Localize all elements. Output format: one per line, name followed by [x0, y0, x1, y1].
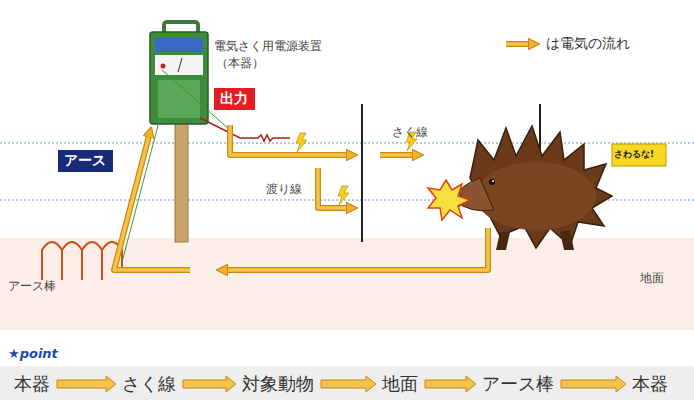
device-label: （本器） — [216, 55, 264, 72]
warning-sign — [612, 144, 666, 166]
flow-step: 対象動物 — [240, 372, 317, 396]
flow-arrow — [561, 376, 626, 392]
point-band — [0, 366, 694, 400]
node-text: さく線 — [122, 372, 177, 396]
device-knob — [161, 64, 166, 69]
ground-label: 地面 — [640, 270, 664, 287]
device-label: 電気さく用電源装置 — [214, 38, 322, 55]
node-text: 本器 — [14, 372, 51, 396]
earth-rods — [42, 242, 122, 280]
earth-rod-label: アース棒 — [8, 278, 56, 295]
flow-step: 本器 — [12, 372, 53, 396]
flow-step: 本器 — [630, 372, 671, 396]
output-wire — [200, 118, 290, 141]
device-panel — [155, 55, 203, 75]
flow-arrow — [183, 376, 236, 392]
node-text: アース — [64, 152, 107, 170]
flow-step: アース棒 — [480, 372, 557, 396]
device-needle — [178, 58, 182, 72]
ground-band — [0, 238, 694, 330]
output-tag: 出力 — [214, 88, 255, 110]
flow-step: 地面 — [380, 372, 421, 396]
warning-sign-text: さわるな! — [614, 148, 654, 161]
node-text: 地面 — [382, 372, 419, 396]
flow-step: さく線 — [120, 372, 179, 396]
device-body — [150, 32, 208, 124]
jumper-wire-label: 渡り線 — [266, 181, 302, 198]
node-text: 出力 — [220, 90, 249, 108]
point-heading: ★point — [8, 346, 58, 361]
device-window — [158, 80, 200, 118]
fence-wire-label: さく線 — [392, 124, 428, 141]
node-text: 対象動物 — [242, 372, 315, 396]
boar-illustration — [428, 126, 612, 250]
node-text: アース棒 — [482, 372, 555, 396]
device-post — [175, 118, 188, 242]
legend-text: は電気の流れ — [546, 35, 630, 53]
flow-arrow — [425, 376, 476, 392]
earth-tag: アース — [58, 150, 113, 172]
earth-wire — [122, 118, 160, 262]
device-display — [155, 38, 203, 52]
fence-post — [539, 104, 541, 150]
flow-arrow — [57, 376, 116, 392]
fence-level-line — [0, 143, 694, 144]
node-text: 本器 — [632, 372, 669, 396]
fence-post — [361, 104, 363, 242]
flow-arrow — [321, 376, 376, 392]
current-flow — [114, 44, 534, 270]
spark-bolt — [296, 132, 417, 205]
